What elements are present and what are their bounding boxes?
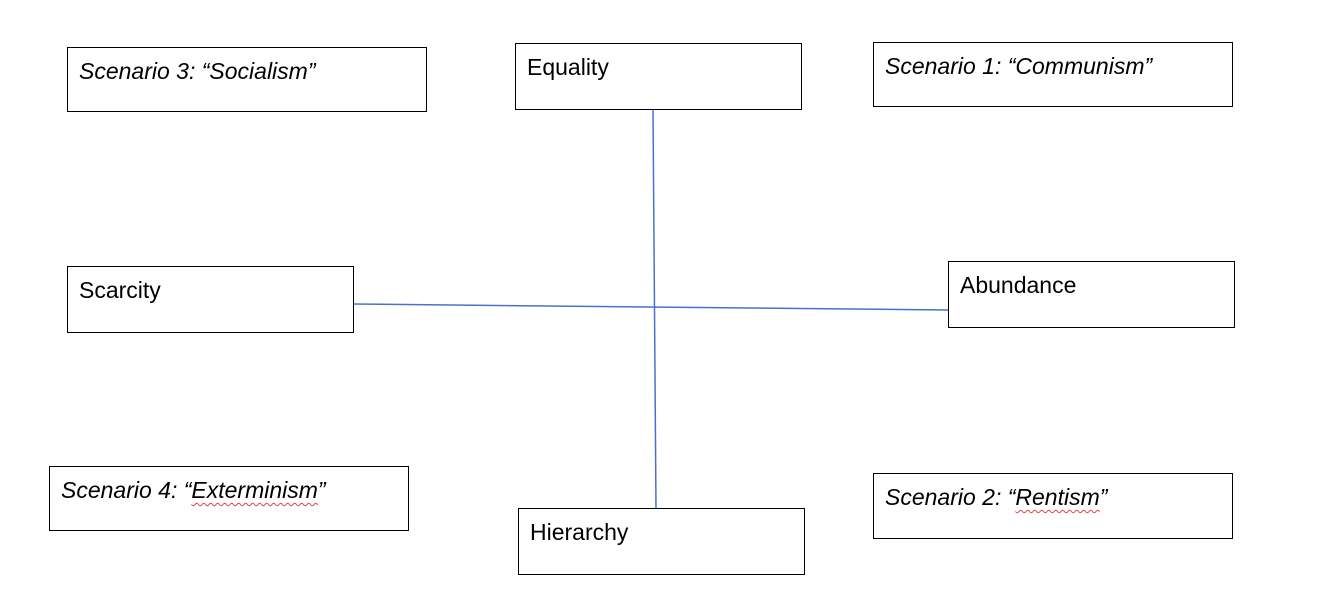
scenario-4-box: Scenario 4: “Exterminism” <box>49 466 409 531</box>
scenario-2-name: Rentism <box>1015 484 1100 510</box>
scenario-1-prefix: Scenario 1: “ <box>885 53 1016 79</box>
scenario-3-suffix: ” <box>307 58 316 84</box>
scenario-2-suffix: ” <box>1099 484 1108 510</box>
scenario-4-prefix: Scenario 4: “ <box>61 477 192 503</box>
scenario-3-prefix: Scenario 3: “ <box>79 58 210 84</box>
scenario-2-prefix: Scenario 2: “ <box>885 484 1016 510</box>
scenario-3-box: Scenario 3: “Socialism” <box>67 47 427 112</box>
scenario-4-name: Exterminism <box>191 477 318 503</box>
scarcity-label-box: Scarcity <box>67 266 354 333</box>
equality-label-box: Equality <box>515 43 802 110</box>
scenario-4-suffix: ” <box>317 477 326 503</box>
equality-label: Equality <box>527 54 609 80</box>
scenario-2-box: Scenario 2: “Rentism” <box>873 473 1233 539</box>
horizontal-axis-line <box>352 303 949 311</box>
scarcity-label: Scarcity <box>79 277 161 303</box>
scenario-3-name: Socialism <box>209 58 308 84</box>
scenario-1-box: Scenario 1: “Communism” <box>873 42 1233 107</box>
abundance-label: Abundance <box>960 272 1077 298</box>
hierarchy-label-box: Hierarchy <box>518 508 805 575</box>
abundance-label-box: Abundance <box>948 261 1235 328</box>
hierarchy-label: Hierarchy <box>530 519 629 545</box>
scenario-1-suffix: ” <box>1144 53 1153 79</box>
vertical-axis-line <box>652 109 657 509</box>
scenario-1-name: Communism <box>1015 53 1145 79</box>
